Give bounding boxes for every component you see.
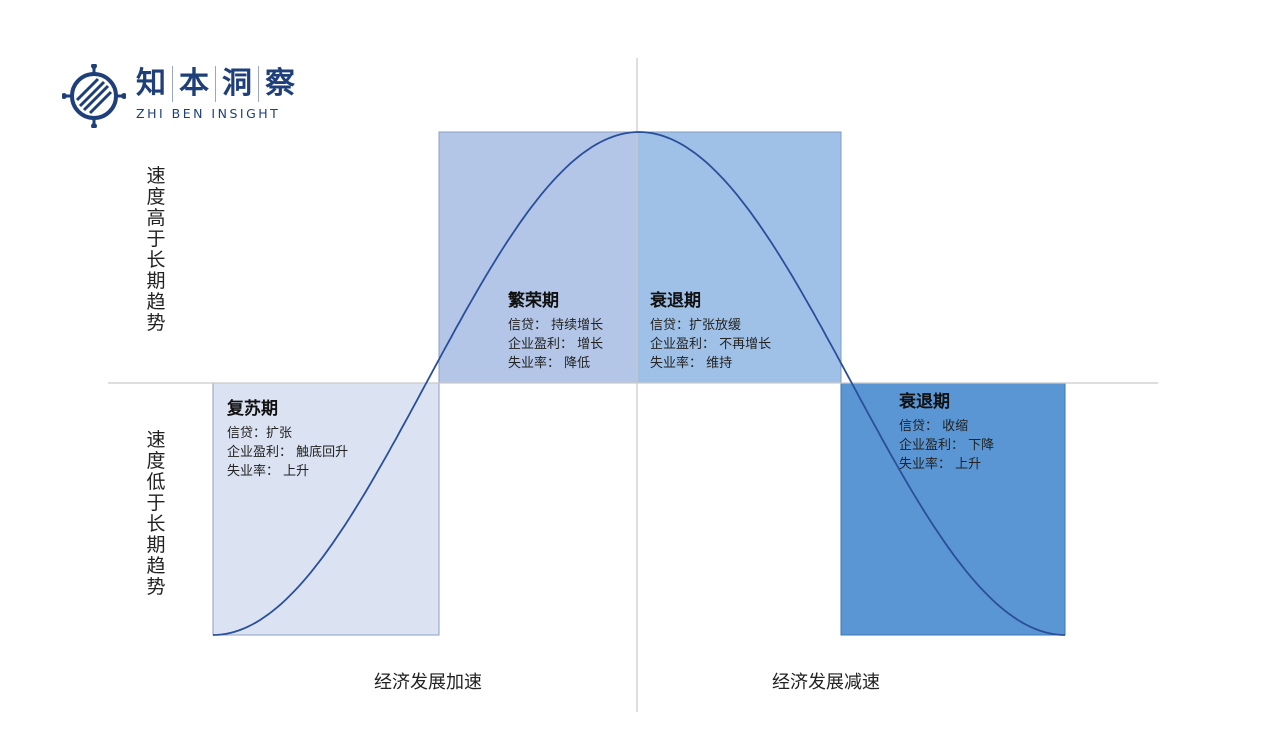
x-label-accelerating: 经济发展加速: [374, 672, 482, 693]
logo-char: 察: [258, 66, 301, 102]
recovery-phase-box: [212, 382, 440, 636]
phase-credit: 信贷：扩张: [227, 426, 293, 441]
phase-credit: 信贷： 持续增长: [508, 318, 604, 333]
recovery-phase-text: 复苏期 信贷：扩张 企业盈利： 触底回升 失业率： 上升: [227, 398, 348, 481]
phase-credit: 信贷：扩张放缓: [650, 318, 742, 333]
phase-title: 复苏期: [227, 399, 278, 419]
slowdown-phase-box: [636, 131, 842, 384]
logo-char: 知: [136, 66, 166, 101]
y-label-above-trend: 速度高于长期趋势: [146, 165, 166, 334]
logo: 知 本 洞 察 ZHI BEN INSIGHT: [62, 62, 322, 132]
business-cycle-curve: [212, 131, 1066, 636]
phase-profit: 企业盈利： 增长: [508, 337, 604, 352]
phase-unemployment: 失业率： 降低: [508, 356, 591, 371]
logo-char: 洞: [215, 66, 258, 102]
phase-unemployment: 失业率： 上升: [227, 464, 310, 479]
phase-title: 衰退期: [650, 291, 701, 311]
logo-english: ZHI BEN INSIGHT: [136, 106, 281, 121]
logo-mark-icon: [62, 64, 126, 128]
phase-title: 衰退期: [899, 392, 950, 412]
phase-unemployment: 失业率： 上升: [899, 457, 982, 472]
phase-unemployment: 失业率： 维持: [650, 356, 733, 371]
phase-title: 繁荣期: [508, 291, 559, 311]
phase-credit: 信贷： 收缩: [899, 419, 969, 434]
x-label-decelerating: 经济发展减速: [772, 672, 880, 693]
recession-phase-text: 衰退期 信贷： 收缩 企业盈利： 下降 失业率： 上升: [899, 391, 994, 474]
phase-profit: 企业盈利： 触底回升: [227, 445, 349, 460]
recession-phase-box: [840, 382, 1066, 636]
logo-char: 本: [172, 66, 215, 102]
logo-chinese: 知 本 洞 察: [136, 66, 301, 102]
phase-profit: 企业盈利： 下降: [899, 438, 995, 453]
y-label-below-trend: 速度低于长期趋势: [146, 429, 166, 598]
slowdown-phase-text: 衰退期 信贷：扩张放缓 企业盈利： 不再增长 失业率： 维持: [650, 290, 771, 373]
phase-profit: 企业盈利： 不再增长: [650, 337, 772, 352]
boom-phase-text: 繁荣期 信贷： 持续增长 企业盈利： 增长 失业率： 降低: [508, 290, 603, 373]
boom-phase-box: [438, 131, 638, 384]
